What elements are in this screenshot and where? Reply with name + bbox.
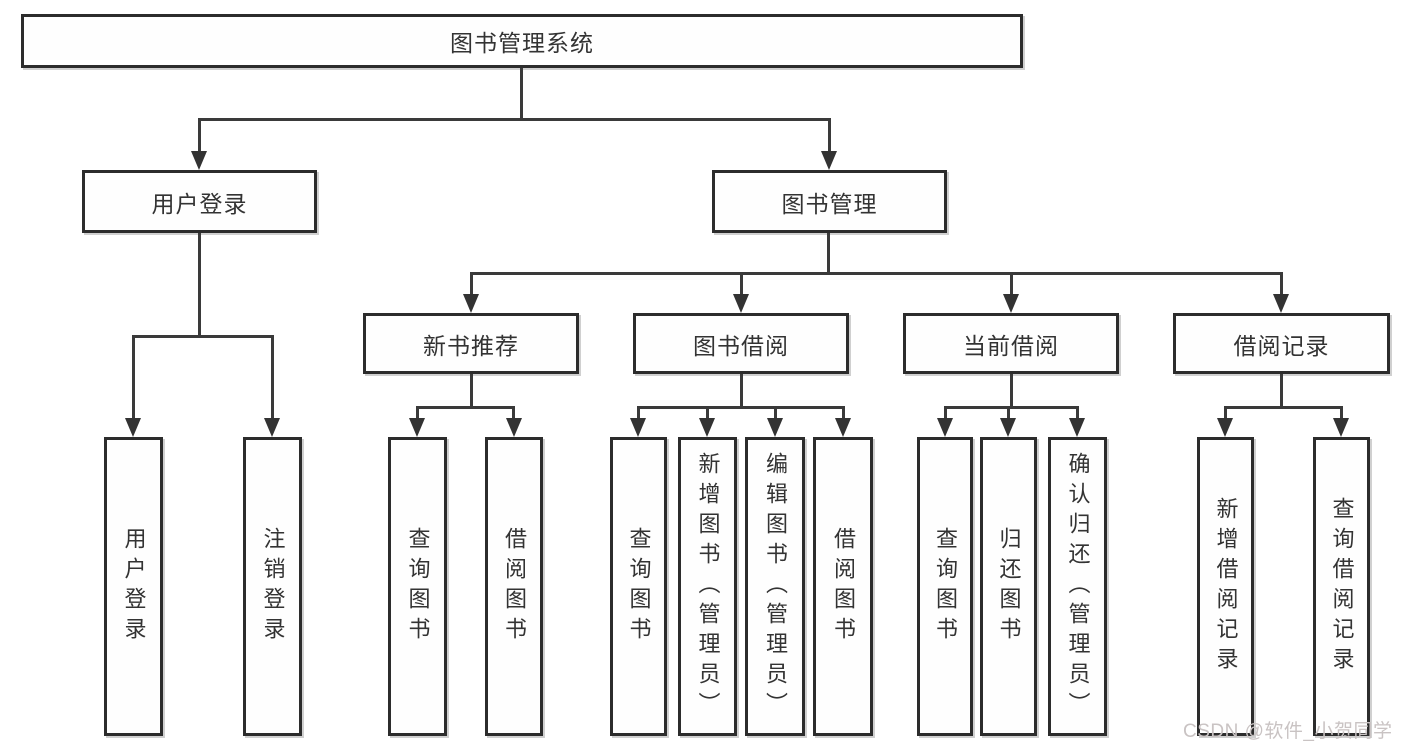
node-new-book-recommend: 新书推荐 — [363, 313, 579, 374]
connector-line — [637, 406, 640, 422]
connector-line — [706, 406, 709, 422]
node-library-management-system: 图书管理系统 — [21, 14, 1023, 68]
connector-line — [1224, 406, 1227, 422]
connector-arrowhead — [463, 294, 479, 313]
connector-line — [198, 233, 201, 335]
connector-line — [1010, 272, 1013, 296]
connector-arrowhead — [937, 418, 953, 437]
connector-line — [1076, 406, 1079, 422]
connector-arrowhead — [1003, 294, 1019, 313]
connector-arrowhead — [191, 151, 207, 170]
leaf-bb-edit-books-admin: 编辑图书（管理员） — [745, 437, 805, 736]
node-current-borrowing: 当前借阅 — [903, 313, 1119, 374]
leaf-cb-confirm-return-admin: 确认归还（管理员） — [1048, 437, 1107, 736]
connector-line — [470, 272, 1282, 275]
connector-line — [828, 118, 831, 154]
node-user-login-branch: 用户登录 — [82, 170, 317, 233]
leaf-cb-return-books: 归还图书 — [980, 437, 1037, 736]
connector-line — [740, 272, 743, 296]
connector-line — [271, 335, 274, 420]
connector-arrowhead — [835, 418, 851, 437]
node-book-management-branch: 图书管理 — [712, 170, 947, 233]
connector-line — [842, 406, 845, 422]
connector-line — [132, 335, 274, 338]
connector-line — [1224, 406, 1343, 409]
connector-arrowhead — [630, 418, 646, 437]
connector-line — [1280, 374, 1283, 406]
connector-arrowhead — [409, 418, 425, 437]
leaf-bb-query-books: 查询图书 — [610, 437, 667, 736]
connector-line — [637, 406, 845, 409]
connector-arrowhead — [264, 418, 280, 437]
connector-line — [416, 406, 515, 409]
leaf-cb-query-books: 查询图书 — [917, 437, 973, 736]
connector-arrowhead — [506, 418, 522, 437]
node-borrowing-records: 借阅记录 — [1173, 313, 1390, 374]
connector-line — [944, 406, 947, 422]
connector-line — [1007, 406, 1010, 422]
connector-arrowhead — [767, 418, 783, 437]
connector-arrowhead — [733, 294, 749, 313]
connector-line — [774, 406, 777, 422]
node-book-borrowing: 图书借阅 — [633, 313, 849, 374]
csdn-watermark: CSDN @软件_小贺同学 — [1183, 721, 1393, 742]
leaf-br-add-record: 新增借阅记录 — [1197, 437, 1254, 736]
connector-arrowhead — [1069, 418, 1085, 437]
leaf-rec-borrow-books: 借阅图书 — [485, 437, 543, 736]
leaf-br-query-record: 查询借阅记录 — [1313, 437, 1370, 736]
connector-arrowhead — [1217, 418, 1233, 437]
connector-line — [132, 335, 135, 420]
connector-line — [520, 68, 523, 118]
connector-line — [470, 272, 473, 296]
connector-line — [827, 233, 830, 272]
connector-arrowhead — [125, 418, 141, 437]
leaf-rec-query-books: 查询图书 — [388, 437, 447, 736]
leaf-bb-add-books-admin: 新增图书（管理员） — [678, 437, 737, 736]
leaf-bb-borrow-books: 借阅图书 — [813, 437, 873, 736]
connector-line — [740, 374, 743, 406]
leaf-logout: 注销登录 — [243, 437, 302, 736]
leaf-user-login: 用户登录 — [104, 437, 163, 736]
connector-arrowhead — [1333, 418, 1349, 437]
connector-arrowhead — [699, 418, 715, 437]
connector-line — [1280, 272, 1283, 296]
connector-line — [512, 406, 515, 422]
connector-line — [944, 406, 1079, 409]
connector-line — [198, 118, 831, 121]
connector-arrowhead — [1000, 418, 1016, 437]
connector-line — [1340, 406, 1343, 422]
connector-arrowhead — [821, 151, 837, 170]
connector-line — [198, 118, 201, 154]
connector-arrowhead — [1273, 294, 1289, 313]
connector-line — [470, 374, 473, 406]
connector-line — [1010, 374, 1013, 406]
connector-line — [416, 406, 419, 422]
